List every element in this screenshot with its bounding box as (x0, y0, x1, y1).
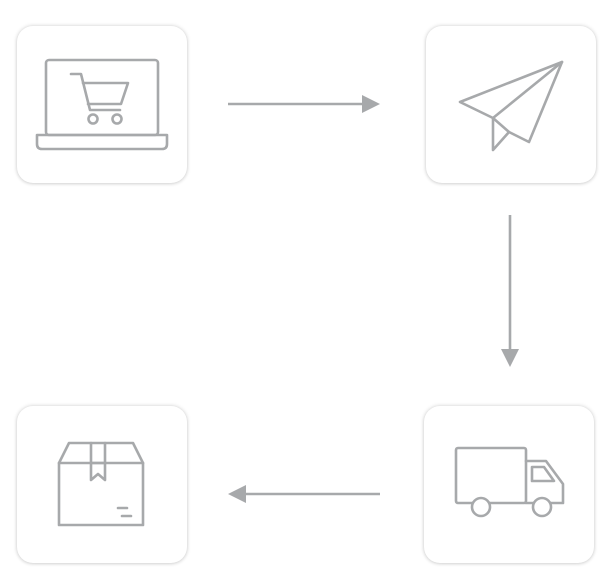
arrow-order-to-send (228, 95, 380, 113)
order-step-tile (17, 26, 187, 183)
arrow-truck-to-package (228, 485, 380, 503)
paper-plane-icon (458, 60, 564, 152)
shipping-step-tile (424, 406, 594, 563)
delivery-truck-icon (454, 446, 565, 518)
laptop-cart-icon (35, 58, 169, 151)
arrow-send-to-truck (501, 215, 519, 367)
send-step-tile (426, 26, 596, 183)
package-box-icon (57, 441, 145, 527)
delivered-step-tile (17, 406, 187, 563)
